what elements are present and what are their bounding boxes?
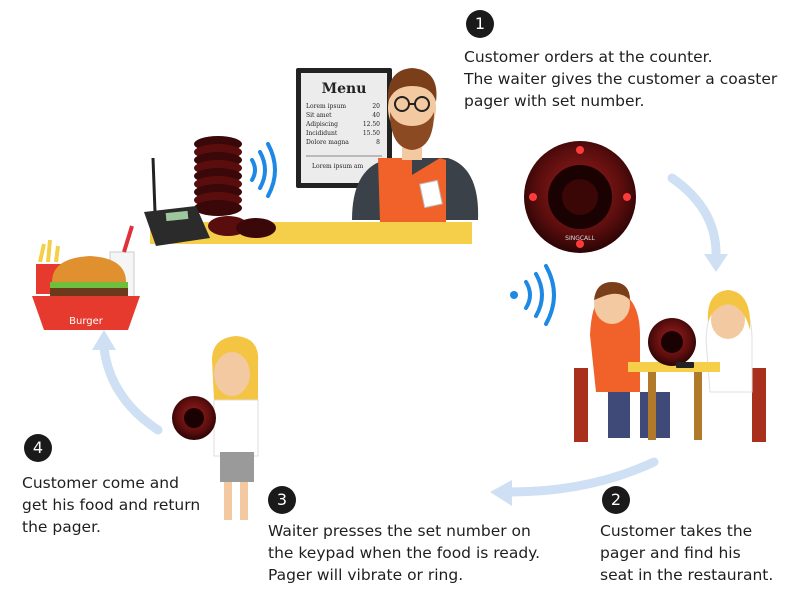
step-2-text: Customer takes the pager and find his se…	[600, 520, 773, 586]
menu-item-price: 12.50	[363, 121, 380, 128]
cycle-arrowhead	[92, 254, 728, 506]
step-2-badge: 2	[602, 486, 630, 514]
step-1-text: Customer orders at the counter. The wait…	[464, 46, 777, 112]
cycle-arrow	[99, 173, 721, 497]
pager-brand: SINGCALL	[565, 235, 595, 242]
step-2-line: Customer takes the	[600, 522, 753, 540]
menu-title: Menu	[322, 81, 367, 97]
wifi-icon	[250, 142, 277, 198]
step-4-line: the pager.	[22, 518, 101, 536]
step-1-line: pager with set number.	[464, 92, 645, 110]
menu-item-name: Lorem ipsum	[306, 103, 346, 110]
step-3-line: the keypad when the food is ready.	[268, 544, 541, 562]
step-3-line: Pager will vibrate or ring.	[268, 566, 464, 584]
step-4-line: get his food and return	[22, 496, 201, 514]
step-3-text: Waiter presses the set number on the key…	[268, 520, 540, 586]
menu-item-price: 8	[376, 139, 380, 146]
step-3-badge: 3	[268, 486, 296, 514]
step-4-text: Customer come and get his food and retur…	[22, 472, 200, 538]
customer-with-pager	[172, 336, 259, 520]
menu-item-price: 40	[372, 112, 380, 119]
wifi-icon	[510, 264, 556, 326]
pager-stack	[194, 136, 276, 238]
menu-item-name: Incididunt	[306, 130, 338, 137]
menu-board: Menu Lorem ipsum 20 Sit amet 40 Adipisci…	[296, 68, 392, 188]
step-1-badge: 1	[466, 10, 494, 38]
burger-meal-icon: Burger	[32, 225, 140, 330]
coaster-pager-icon: SINGCALL	[524, 141, 636, 253]
burger-label: Burger	[69, 316, 104, 327]
step-3-line: Waiter presses the set number on	[268, 522, 531, 540]
step-4-line: Customer come and	[22, 474, 179, 492]
menu-item-name: Sit amet	[306, 112, 332, 119]
menu-item-name: Adipiscing	[305, 121, 338, 128]
menu-item-name: Dolore magna	[306, 139, 349, 146]
step-2-line: pager and find his	[600, 544, 741, 562]
step-4-badge: 4	[24, 434, 52, 462]
keypad-transmitter	[144, 157, 210, 246]
step-2-line: seat in the restaurant.	[600, 566, 774, 584]
step-1-line: The waiter gives the customer a coaster	[464, 70, 778, 88]
menu-item-price: 15.50	[363, 130, 380, 137]
menu-item-price: 20	[372, 103, 380, 110]
menu-footer: Lorem ipsum am	[312, 163, 363, 170]
waiter-figure	[352, 68, 479, 222]
step-1-line: Customer orders at the counter.	[464, 48, 713, 66]
couple-at-table	[574, 282, 766, 442]
